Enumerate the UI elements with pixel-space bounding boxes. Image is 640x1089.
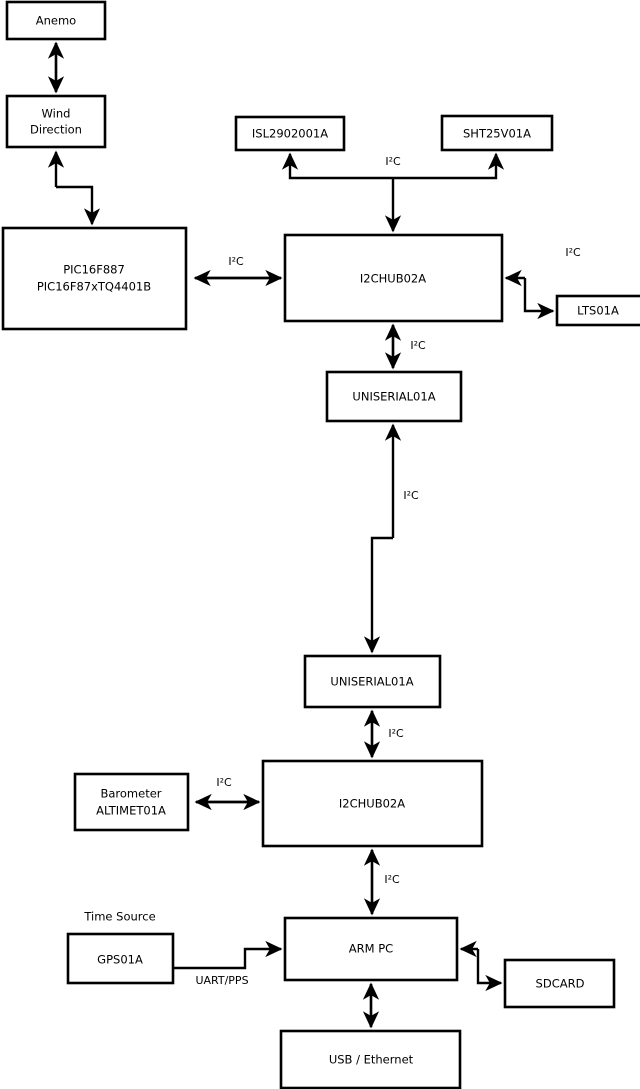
node-i2chub02a-top-label: I2CHUB02A (360, 272, 426, 286)
node-i2chub02a-bottom[interactable]: I2CHUB02A (261, 759, 484, 848)
connectors (47, 41, 555, 1029)
free-labels: Time Source (83, 910, 155, 924)
node-anemo-label: Anemo (36, 14, 76, 28)
node-sdcard[interactable]: SDCARD (503, 958, 616, 1009)
edge-label-uniserial-hubbot: I²C (388, 727, 404, 740)
node-lts01a-label: LTS01A (577, 304, 619, 318)
label-time-source: Time Source (83, 910, 155, 924)
link-wind-pic-down (56, 185, 101, 226)
node-usb-ethernet-label: USB / Ethernet (329, 1053, 414, 1067)
node-arm-pc-label: ARM PC (349, 942, 393, 956)
node-anemo[interactable]: Anemo (5, 0, 107, 41)
node-i2chub02a-bottom-label: I2CHUB02A (339, 797, 405, 811)
node-isl2902001a[interactable]: ISL2902001A (234, 115, 346, 152)
node-sdcard-label: SDCARD (536, 977, 585, 991)
edge-labels: I²C I²C I²C I²C I²C I²C I²C I²C UART/PPS (195, 155, 581, 987)
node-usb-ethernet[interactable]: USB / Ethernet (279, 1029, 462, 1089)
edge-label-hub-sensors: I²C (385, 155, 401, 168)
node-gps01a[interactable]: GPS01A (66, 932, 175, 985)
node-i2chub02a-top[interactable]: I2CHUB02A (283, 233, 504, 323)
node-wind-direction-label-1: Wind (42, 107, 71, 121)
link-hub-lts (523, 278, 555, 320)
edge-label-barometer-hubbot: I²C (216, 776, 232, 789)
node-lts01a[interactable]: LTS01A (555, 294, 640, 327)
node-arm-pc[interactable]: ARM PC (283, 916, 459, 982)
node-uniserial01a-bottom-label: UNISERIAL01A (330, 675, 413, 689)
link-bus-sht (393, 152, 505, 180)
node-barometer[interactable]: Barometer ALTIMET01A (73, 772, 190, 832)
node-wind-direction[interactable]: Wind Direction (5, 94, 107, 149)
link-armpc-sdcard (476, 949, 503, 992)
edge-label-hub-lts: I²C (565, 246, 581, 259)
node-gps01a-label: GPS01A (97, 953, 143, 967)
link-gps-armpc (173, 940, 283, 970)
node-sht25v01a[interactable]: SHT25V01A (440, 114, 554, 152)
edge-label-uniserial-link: I²C (403, 489, 419, 502)
node-pic-label-2: PIC16F87xTQ4401B (37, 280, 151, 294)
link-bus-isl (281, 152, 393, 180)
node-barometer-label-1: Barometer (100, 787, 161, 801)
node-wind-direction-label-2: Direction (30, 123, 82, 137)
node-pic[interactable]: PIC16F887 PIC16F87xTQ4401B (1, 226, 188, 331)
link-uniserial-down (363, 536, 393, 654)
node-pic-label-1: PIC16F887 (63, 263, 125, 277)
edge-label-hub-uniserial: I²C (410, 339, 426, 352)
node-uniserial01a-top[interactable]: UNISERIAL01A (325, 370, 463, 423)
node-uniserial01a-top-label: UNISERIAL01A (352, 390, 435, 404)
edge-label-hubbot-armpc: I²C (384, 873, 400, 886)
node-uniserial01a-bottom[interactable]: UNISERIAL01A (303, 654, 442, 709)
node-isl2902001a-label: ISL2902001A (252, 127, 328, 141)
edge-label-pic-hub: I²C (228, 255, 244, 268)
node-barometer-label-2: ALTIMET01A (96, 804, 166, 818)
edge-label-gps-armpc: UART/PPS (195, 974, 248, 987)
node-sht25v01a-label: SHT25V01A (463, 127, 531, 141)
